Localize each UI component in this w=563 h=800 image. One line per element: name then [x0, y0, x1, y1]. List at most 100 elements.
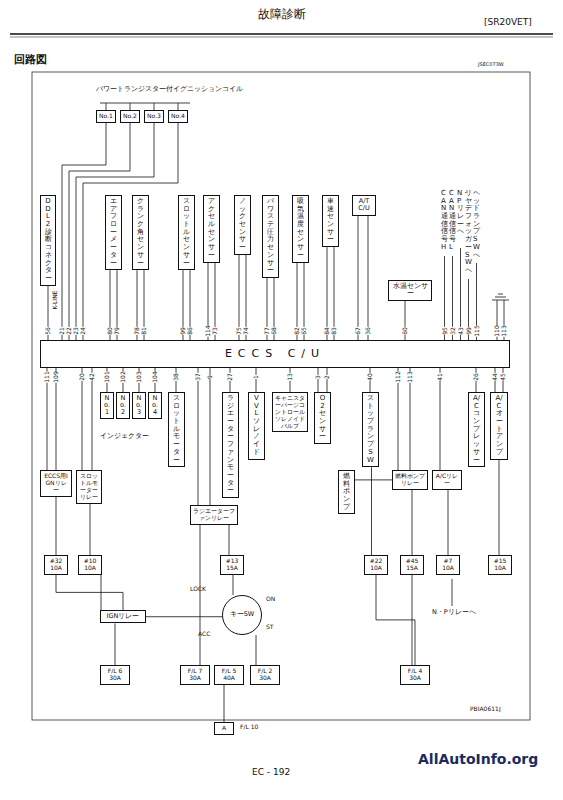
pin-number: 9 [207, 375, 213, 379]
wire-connector [376, 575, 415, 665]
component-box: 燃料ポンプ [338, 470, 355, 514]
pin-number: 109 [53, 371, 59, 382]
component-label: F/L 4 [403, 668, 427, 675]
wire-connector [56, 497, 57, 555]
pin-number: 65 [301, 327, 307, 335]
component-label: A/Cコンプレッサー [473, 395, 480, 464]
component-label: 30A [253, 675, 277, 682]
pin-number: 79 [114, 327, 120, 335]
component-label: 10A [491, 565, 509, 572]
battery-box: A [214, 722, 234, 735]
header-rule [10, 33, 553, 35]
fuse-box: #1010A [78, 555, 102, 575]
text-label: EC - 192 [252, 768, 290, 778]
component-label: キーSW [230, 611, 255, 618]
pin-number: 56 [45, 327, 51, 335]
ignition-coil-box: No.2 [120, 110, 140, 123]
pin-number: 74 [243, 327, 249, 335]
pin-number: 81 [141, 327, 147, 335]
wire-connector [355, 479, 392, 480]
component-label: IGNリレー [103, 613, 143, 620]
pin-number: 44 [492, 373, 498, 381]
pin-number: 60 [402, 327, 408, 335]
pin-number: 26 [473, 373, 479, 381]
component-label: ラジエーターファンモーター [227, 395, 234, 495]
pin-number: 84 [324, 327, 330, 335]
component-label: DDL2診断コネクター [45, 198, 52, 283]
component-label: F/L 5 [217, 668, 241, 675]
wire-connector [410, 368, 411, 470]
pin-number: 37 [195, 373, 201, 381]
component-label: スロットルモーター [173, 395, 180, 464]
ignition-coil-box: No.4 [168, 110, 188, 123]
sensor-box: 車速センサー [322, 195, 339, 247]
text-label: F/L 10 [240, 724, 258, 731]
pin-number: 27 [227, 373, 233, 381]
component-label: 10A [367, 565, 385, 572]
sensor-box: エアフローメーター [105, 195, 122, 270]
wire-connector [334, 247, 335, 340]
text-label: 回路図 [14, 54, 47, 66]
component-box: A/Cリレー [432, 470, 462, 490]
sensor-box: A/T C/U [352, 195, 376, 216]
pin-number: 80 [107, 327, 113, 335]
wire-connector [198, 368, 199, 505]
component-label: No.4 [171, 113, 185, 120]
component-box: A/Cコンプレッサー [468, 392, 485, 467]
wire-connector [327, 247, 328, 340]
component-label: 車速センサー [327, 198, 334, 244]
wire-connector [448, 490, 449, 555]
text-label: N・Pリレーへ [457, 190, 464, 236]
ground-symbol [492, 300, 509, 301]
wire-connector [358, 216, 359, 340]
pin-number: 103 [136, 371, 142, 382]
text-label: LOCK [190, 586, 206, 593]
component-label: No.2 [120, 395, 127, 416]
pin-number: 68 [271, 327, 277, 335]
pin-number: K-LINE [52, 291, 58, 310]
text-label: ACC [198, 631, 210, 638]
component-label: #22 [367, 558, 385, 565]
injector-box: No.2 [116, 392, 130, 419]
component-label: スロットルモーターリレー [79, 473, 99, 501]
fuse-box: #1510A [488, 555, 512, 575]
sensor-box: クランク角センサー [132, 195, 149, 270]
component-label: 15A [403, 565, 421, 572]
key-switch-circle: キーSW [222, 595, 262, 635]
component-label: A/Cオートアンプ [496, 395, 503, 457]
component-box: キャニスターパージコントロールソレノイドバルブ [272, 392, 308, 432]
component-label: エアフローメーター [110, 198, 117, 267]
coil-power-wire [178, 103, 179, 110]
component-label: No.1 [99, 113, 113, 120]
wire-connector [256, 635, 257, 665]
component-label: 30A [183, 675, 207, 682]
component-label: クランク角センサー [137, 198, 144, 267]
component-label: アクセルセンサー [208, 198, 215, 260]
injector-box: No.1 [100, 392, 114, 419]
pin-number: 114 [205, 325, 211, 336]
pin-number: 102 [120, 371, 126, 382]
component-label: F/L 6 [103, 668, 127, 675]
pin-number: 112 [395, 371, 401, 382]
component-label: 40A [217, 675, 241, 682]
component-label: 10A [439, 565, 457, 572]
pin-number: 36 [365, 327, 371, 335]
ground-symbol [498, 294, 503, 295]
component-box: ラジエーターファンモーター [222, 392, 239, 498]
sensor-box: パワステ圧力センサー [262, 195, 279, 278]
fusible-link-box: F/L 430A [400, 665, 430, 685]
component-box: 燃料ポンプリレー [392, 470, 428, 490]
text-label: CAN通信信号L [449, 190, 456, 252]
wire-connector [318, 368, 319, 392]
pin-number: 32 [450, 327, 456, 335]
component-label: 燃料ポンプ [343, 473, 350, 511]
wire-connector [371, 467, 372, 555]
pin-number: 104 [152, 371, 158, 382]
fuse-box: #710A [436, 555, 460, 575]
component-label: ラジエーターファンリレー [193, 508, 235, 522]
text-label: ヘッドランプSWへ [473, 190, 480, 259]
wire-connector [200, 525, 201, 665]
wire-connector [412, 490, 413, 555]
component-label: #15 [491, 558, 509, 565]
wire-connector [56, 368, 57, 470]
